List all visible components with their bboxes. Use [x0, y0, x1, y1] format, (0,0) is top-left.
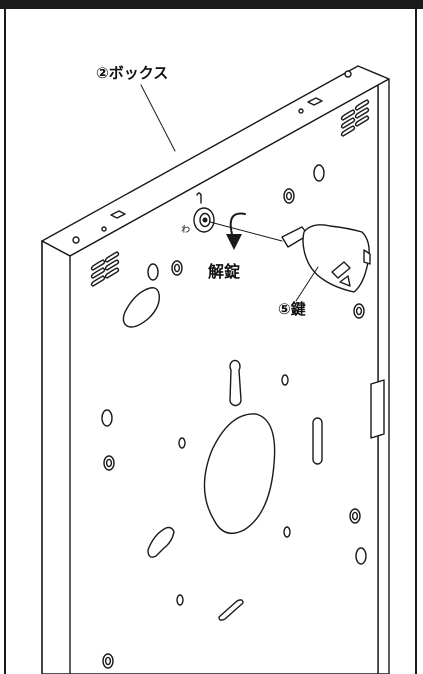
small-hole — [281, 374, 289, 386]
vertical-slot — [312, 417, 323, 465]
knockout-hole — [171, 260, 183, 276]
keyhole-slot-angled — [147, 526, 175, 558]
side-flap — [370, 379, 385, 439]
top-hole — [72, 236, 80, 244]
top-slot — [110, 210, 126, 219]
mount-hole — [101, 409, 113, 427]
unlock-label: 解錠 — [208, 262, 241, 281]
page-frame — [4, 9, 417, 674]
mount-hole — [313, 164, 325, 182]
key-label: ⑤鍵 — [278, 300, 306, 318]
box-label: ②ボックス — [96, 64, 169, 82]
knockout-hole — [349, 508, 361, 524]
vent-slots-right — [340, 99, 370, 137]
cable-opening — [122, 287, 160, 328]
top-slot — [307, 97, 323, 106]
box-side-face — [377, 78, 390, 674]
top-hole — [344, 70, 352, 78]
unlock-arrow-icon — [229, 212, 246, 239]
mount-hole — [147, 263, 159, 281]
knockout-hole — [102, 653, 114, 669]
top-hole-small — [298, 108, 304, 114]
key-icon — [281, 224, 371, 293]
insertion-line — [209, 221, 283, 242]
small-hole — [176, 594, 184, 606]
page-top-border — [0, 0, 423, 9]
mount-hole — [355, 547, 367, 565]
small-hole — [283, 526, 291, 538]
unlock-arrowhead — [226, 234, 242, 250]
key-leader-line — [295, 266, 319, 302]
top-hole-small — [101, 226, 107, 232]
knockout-hole — [353, 303, 365, 319]
knockout-hole — [103, 455, 115, 471]
lock-mark: ゎ — [180, 222, 191, 235]
large-center-hole — [203, 413, 276, 534]
box-leader-line — [140, 84, 176, 152]
cylinder-lock — [193, 192, 215, 233]
knockout-hole — [283, 188, 295, 204]
small-hole — [178, 437, 186, 449]
vent-slots-left — [90, 251, 120, 287]
angled-slot — [218, 599, 244, 621]
keyhole-slot — [229, 359, 242, 407]
